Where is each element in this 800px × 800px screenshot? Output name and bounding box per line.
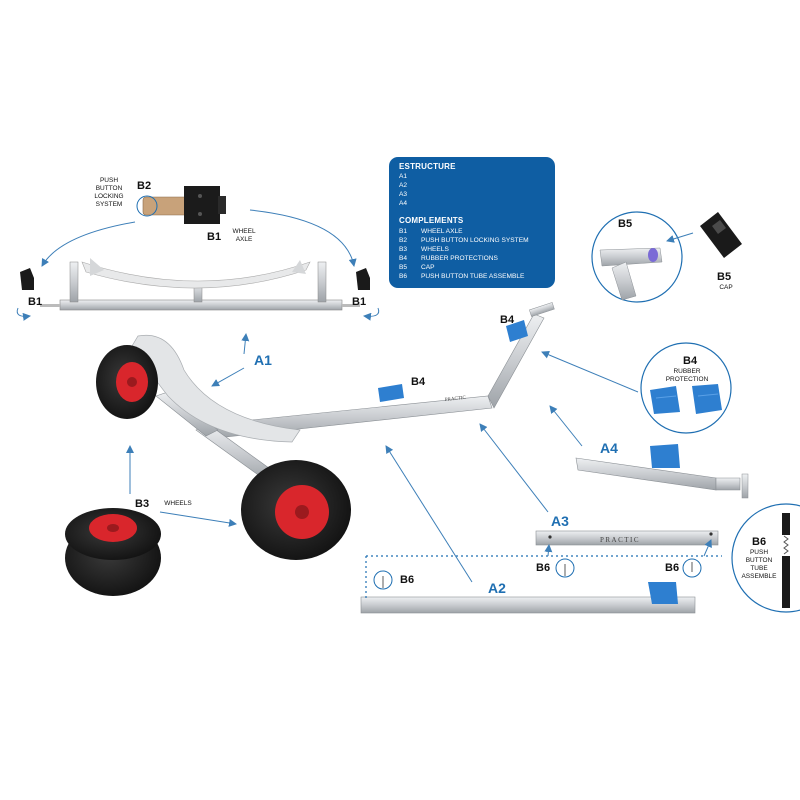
- arrow-left-cap: [16, 307, 31, 321]
- arrow-b4: [541, 351, 639, 393]
- caption-line: PUSH: [99, 177, 119, 184]
- complement-row: B3 WHEELS: [399, 246, 449, 254]
- caption-push-button-locking-system: PUSH BUTTON LOCKING SYSTEM: [84, 177, 134, 209]
- caption-rubber-protection: RUBBER PROTECTION: [664, 368, 710, 384]
- arrow-right-cap: [363, 307, 380, 321]
- caption-line: RUBBER: [673, 368, 701, 375]
- complement-code: B4: [399, 255, 408, 262]
- label-b5-circle: B5: [618, 218, 633, 230]
- caption-push-button-tube-assemble: PUSH BUTTON TUBE ASSEMBLE: [736, 549, 782, 581]
- a3-bar: PRACTIC: [535, 530, 719, 578]
- complements-title: COMPLEMENTS: [399, 216, 464, 225]
- caption-wheels: WHEELS: [164, 500, 192, 507]
- assembled-trolley: PRACTIC: [96, 302, 555, 560]
- practic-engraving-a3: PRACTIC: [600, 536, 640, 544]
- caption-line: PROTECTION: [665, 376, 709, 383]
- arrow-a1-up: [241, 333, 250, 355]
- b1-end-cap-left: [20, 268, 34, 290]
- push-button-locking-system-part: [136, 186, 226, 224]
- arrow-a3: [479, 423, 549, 513]
- a2-bar: [360, 555, 722, 614]
- practic-engraving-trolley: PRACTIC: [445, 396, 467, 403]
- complement-row: B1 WHEEL AXLE: [399, 228, 463, 236]
- label-b6-left: B6: [400, 574, 415, 586]
- b6-detail-circle: [731, 503, 800, 613]
- b4-detail-circle: [640, 342, 732, 434]
- structure-item: A4: [399, 200, 408, 207]
- label-b1-axle: B1: [207, 231, 222, 243]
- arrow-b6-right: [703, 539, 712, 557]
- complement-name: RUBBER PROTECTIONS: [421, 255, 498, 262]
- complement-row: B4 RUBBER PROTECTIONS: [399, 255, 498, 263]
- caption-line: WHEEL: [232, 228, 256, 235]
- structure-item: A1: [399, 173, 408, 180]
- caption-line: BUTTON: [745, 557, 773, 564]
- complement-name: PUSH BUTTON LOCKING SYSTEM: [421, 237, 529, 244]
- label-a3: A3: [551, 513, 569, 529]
- label-b4-tube: B4: [411, 376, 426, 388]
- label-a2: A2: [488, 580, 506, 596]
- arrow-b3-wheel: [159, 511, 237, 527]
- complement-code: B3: [399, 246, 408, 253]
- caption-line: BUTTON: [95, 185, 123, 192]
- a4-handle: [575, 444, 749, 499]
- complement-code: B2: [399, 237, 408, 244]
- label-a1: A1: [254, 352, 272, 368]
- arrow-a4: [549, 405, 583, 447]
- label-b1-left: B1: [28, 296, 43, 308]
- label-b3: B3: [135, 498, 150, 510]
- complement-name: WHEEL AXLE: [421, 228, 463, 235]
- label-b1-right: B1: [352, 296, 367, 308]
- label-b6-right: B6: [665, 562, 680, 574]
- wheels-stack: [65, 508, 161, 596]
- caption-line: LOCKING: [94, 193, 124, 200]
- cap-part: [700, 212, 742, 258]
- label-b5-cap: B5: [717, 271, 732, 283]
- caption-line: PUSH: [749, 549, 769, 556]
- structure-item: A3: [399, 191, 408, 198]
- arrow-b6-mid: [544, 544, 553, 557]
- label-a4: A4: [600, 440, 618, 456]
- b1-end-cap-right: [356, 268, 370, 290]
- label-b2: B2: [137, 180, 152, 192]
- complement-code: B6: [399, 273, 408, 280]
- complement-code: B5: [399, 264, 408, 271]
- structure-title: ESTRUCTURE: [399, 162, 456, 171]
- caption-line: AXLE: [235, 236, 253, 243]
- structure-item: A2: [399, 182, 408, 189]
- caption-line: SYSTEM: [95, 201, 123, 208]
- arrow-a1: [211, 367, 245, 387]
- caption-cap: CAP: [719, 284, 733, 291]
- b5-detail-circle: [591, 211, 683, 303]
- caption-line: TUBE: [750, 565, 768, 572]
- complement-row: B2 PUSH BUTTON LOCKING SYSTEM: [399, 237, 529, 245]
- arrow-a2: [385, 445, 473, 583]
- complement-name: CAP: [421, 264, 435, 271]
- complement-name: WHEELS: [421, 246, 449, 253]
- arrow-cap: [666, 232, 694, 243]
- complement-code: B1: [399, 228, 408, 235]
- caption-line: ASSEMBLE: [741, 573, 777, 580]
- label-b6-circle: B6: [752, 536, 767, 548]
- caption-wheel-axle: WHEEL AXLE: [226, 228, 262, 244]
- complement-name: PUSH BUTTON TUBE ASSEMBLE: [421, 273, 525, 280]
- label-b6-mid: B6: [536, 562, 551, 574]
- label-b4-handle: B4: [500, 314, 515, 326]
- complement-row: B6 PUSH BUTTON TUBE ASSEMBLE: [399, 273, 524, 281]
- wheel-axle-assembly: [40, 258, 360, 311]
- arrow-axle-to-right-cap: [249, 209, 357, 267]
- label-b4-circle: B4: [683, 355, 698, 367]
- complement-row: B5 CAP: [399, 264, 435, 272]
- arrow-axle-to-left-cap: [41, 221, 136, 267]
